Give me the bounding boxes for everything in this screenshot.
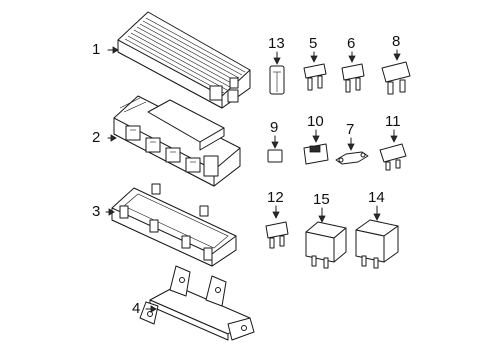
callout-7: 7 <box>346 121 355 138</box>
part-7-strip-fuse <box>335 137 369 165</box>
callout-3: 3 <box>92 203 101 220</box>
callout-9: 9 <box>270 119 279 136</box>
part-14-relay <box>355 205 399 269</box>
callout-5: 5 <box>309 35 318 52</box>
part-10-cartridge-fuse <box>303 129 329 165</box>
callout-10: 10 <box>307 113 324 130</box>
part-15-relay <box>305 207 347 269</box>
callout-11: 11 <box>385 113 401 130</box>
part-2-fuse-box <box>107 95 241 187</box>
callout-4: 4 <box>132 300 141 317</box>
callout-15: 15 <box>313 191 330 208</box>
callout-6: 6 <box>347 35 356 52</box>
part-9-micro-fuse <box>267 135 283 163</box>
part-1-cover <box>107 11 251 109</box>
callout-13: 13 <box>268 35 285 52</box>
part-4-bracket <box>139 265 255 341</box>
callout-8: 8 <box>392 33 401 50</box>
part-12-micro-fuse <box>265 205 289 249</box>
part-3-lower-housing <box>105 183 237 267</box>
part-5-mini-fuse <box>303 51 327 91</box>
callout-1: 1 <box>92 41 101 58</box>
part-6-mini-fuse <box>341 51 365 93</box>
part-11-maxi-fuse <box>379 129 407 171</box>
callout-2: 2 <box>92 129 101 146</box>
part-13-fuse-puller <box>269 51 285 95</box>
part-8-maxi-fuse <box>381 49 411 95</box>
callout-12: 12 <box>267 189 284 206</box>
callout-14: 14 <box>368 189 385 206</box>
